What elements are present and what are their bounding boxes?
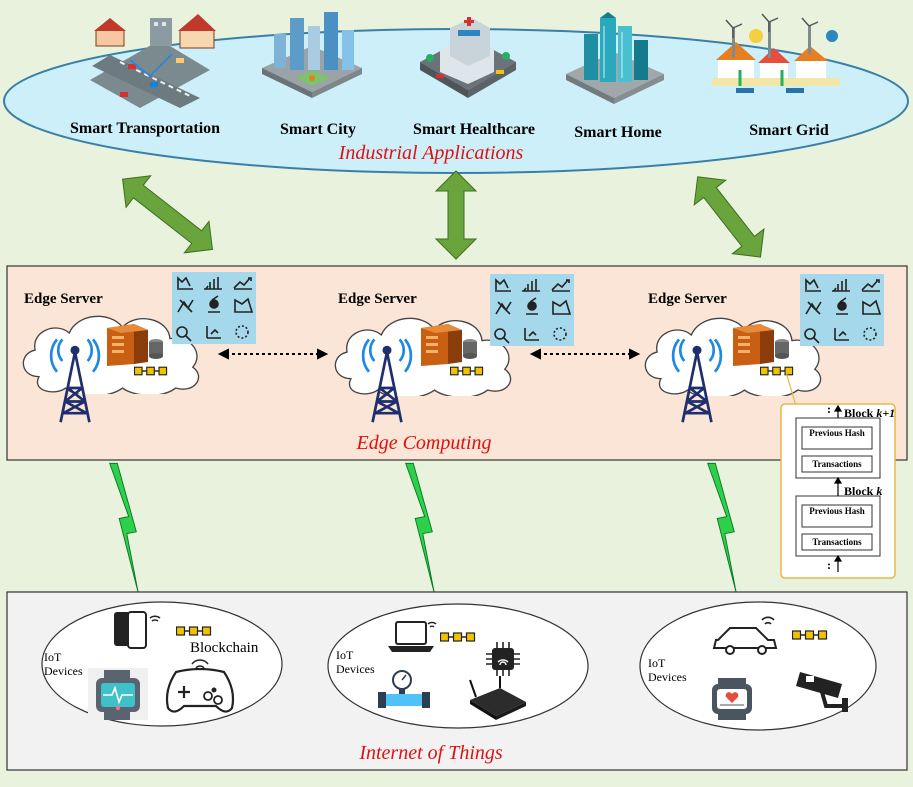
iot-devices-label-2: IoT Devices: [336, 648, 375, 676]
edge-server-label-2: Edge Server: [338, 291, 417, 307]
app-label-city: Smart City: [280, 121, 356, 138]
layer-title-iot: Internet of Things: [359, 742, 503, 764]
transportation-scene-icon: [90, 14, 216, 108]
block-k-plus-1-label: Block k+1: [844, 406, 896, 420]
chip-icon: [486, 642, 520, 676]
security-camera-icon: [796, 672, 848, 712]
previous-hash-box: [801, 504, 873, 528]
app-label-transportation: Smart Transportation: [69, 120, 221, 137]
smartwatch-icon: [88, 668, 148, 720]
blockchain-chain-icon: [440, 632, 476, 642]
laptop-icon: [388, 621, 437, 652]
grid-scene-icon: [712, 13, 840, 93]
ellipsis-top: :: [827, 402, 831, 416]
previous-hash-text: Previous Hash: [809, 428, 865, 438]
application-edge-arrow-left: [122, 175, 213, 254]
analytics-panel-icon: [172, 272, 256, 344]
car-icon: [712, 616, 778, 655]
analytics-panel-icon: [800, 274, 884, 346]
blockchain-chain-icon: [792, 630, 828, 640]
iot-group-3: [639, 601, 877, 731]
layer-title-applications: Industrial Applications: [338, 142, 524, 164]
wireless-link-icon: [405, 462, 435, 594]
transactions-text: Transactions: [812, 459, 862, 469]
blockchain-chain-icon: [176, 626, 212, 636]
application-edge-arrow-right: [693, 176, 765, 258]
layer-title-edge: Edge Computing: [356, 432, 492, 454]
blockchain-chain-icon: [760, 366, 794, 376]
previous-hash-text: Previous Hash: [809, 506, 865, 516]
ellipsis-bottom: :: [827, 558, 831, 572]
application-edge-arrow-middle: [434, 170, 478, 260]
city-scene-icon: [262, 12, 362, 98]
blockchain-chain-icon: [450, 366, 484, 376]
blockchain-label: Blockchain: [190, 640, 259, 656]
server-link-arrow-1: [217, 348, 329, 360]
hospital-scene-icon: [420, 17, 516, 98]
health-watch-icon: [712, 678, 752, 720]
analytics-panel-icon: [490, 274, 574, 346]
blockchain-chain-icon: [134, 366, 168, 376]
iot-devices-label-1: IoT Devices: [44, 650, 83, 678]
gamepad-icon: [165, 659, 235, 713]
block-k-label: Block k: [844, 484, 883, 498]
server-link-arrow-2: [529, 348, 641, 360]
router-icon: [469, 676, 526, 720]
app-label-healthcare: Smart Healthcare: [413, 121, 535, 138]
app-label-grid: Smart Grid: [749, 122, 829, 139]
pressure-gauge-icon: [378, 670, 430, 708]
previous-hash-box: [801, 426, 873, 450]
transactions-text: Transactions: [812, 537, 862, 547]
callout-pointer: [785, 371, 797, 407]
block-link-arrows: [833, 404, 843, 572]
smartphone-icon: [114, 611, 161, 649]
wireless-link-icon: [707, 462, 737, 594]
edge-server-label-1: Edge Server: [24, 291, 103, 307]
wireless-link-icon: [109, 462, 139, 594]
iot-devices-label-3: IoT Devices: [648, 656, 687, 684]
edge-server-label-3: Edge Server: [648, 291, 727, 307]
app-label-home: Smart Home: [574, 124, 662, 141]
home-scene-icon: [566, 12, 664, 104]
transactions-box: [801, 533, 873, 551]
transactions-box: [801, 455, 873, 473]
